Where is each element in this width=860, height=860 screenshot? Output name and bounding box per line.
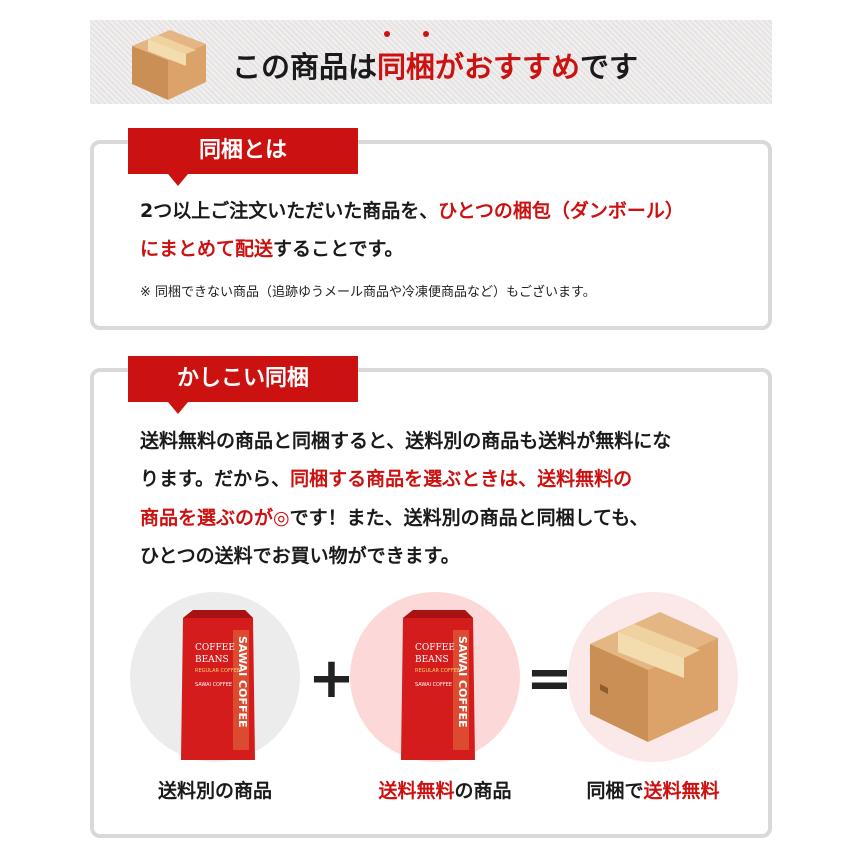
coffee-bag-icon: COFFEE BEANS REGULAR COFFEE SAWAI COFFEE… xyxy=(401,610,475,760)
banner-title: この商品は同梱がおすすめです xyxy=(232,31,638,86)
svg-text:REGULAR COFFEE: REGULAR COFFEE xyxy=(195,668,240,674)
svg-text:BEANS: BEANS xyxy=(195,655,229,665)
free-shipping-item-circle: COFFEE BEANS REGULAR COFFEE SAWAI COFFEE… xyxy=(350,592,520,762)
caption-free-shipping: 送料無料の商品 xyxy=(378,780,512,802)
svg-text:SAWAI COFFEE: SAWAI COFFEE xyxy=(415,682,452,688)
svg-text:SAWAI COFFEE: SAWAI COFFEE xyxy=(195,682,232,688)
smart-line-3: 商品を選ぶのが◎です！また、送料別の商品と同梱しても、 xyxy=(140,507,649,529)
smart-line-4: ひとつの送料でお買い物ができます。 xyxy=(140,545,460,567)
svg-text:BEANS: BEANS xyxy=(415,655,449,665)
equals-sign: = xyxy=(526,646,573,711)
svg-text:COFFEE: COFFEE xyxy=(195,643,235,653)
smart-line-1: 送料無料の商品と同梱すると、送料別の商品も送料が無料にな xyxy=(140,430,672,452)
definition-line-2: にまとめて配送することです。 xyxy=(140,238,404,260)
definition-line-1: 2つ以上ご注文いただいた商品を、ひとつの梱包（ダンボール） xyxy=(140,200,684,222)
caption-paid-shipping: 送料別の商品 xyxy=(157,780,272,802)
plus-sign: + xyxy=(308,646,355,711)
paid-shipping-item-circle: COFFEE BEANS REGULAR COFFEE SAWAI COFFEE… xyxy=(130,592,300,762)
bundled-package-circle xyxy=(568,592,738,762)
svg-text:COFFEE: COFFEE xyxy=(415,643,455,653)
definition-note: ※ 同梱できない商品（追跡ゆうメール商品や冷凍便商品など）もございます。 xyxy=(140,285,596,300)
cardboard-box-icon xyxy=(590,612,718,742)
smart-line-2: ります。だから、同梱する商品を選ぶときは、送料無料の xyxy=(140,468,633,490)
definition-tab: 同梱とは xyxy=(128,128,358,186)
smart-bundle-tab: かしこい同梱 xyxy=(128,356,358,414)
cardboard-box-icon xyxy=(126,24,210,106)
svg-text:REGULAR COFFEE: REGULAR COFFEE xyxy=(415,668,460,674)
header-banner: この商品は同梱がおすすめです xyxy=(90,20,772,104)
caption-bundled-free: 同梱で送料無料 xyxy=(586,780,720,802)
svg-text:SAWAI COFFEE: SAWAI COFFEE xyxy=(236,636,249,728)
coffee-bag-icon: COFFEE BEANS REGULAR COFFEE SAWAI COFFEE… xyxy=(181,610,255,760)
svg-text:SAWAI COFFEE: SAWAI COFFEE xyxy=(456,636,469,728)
